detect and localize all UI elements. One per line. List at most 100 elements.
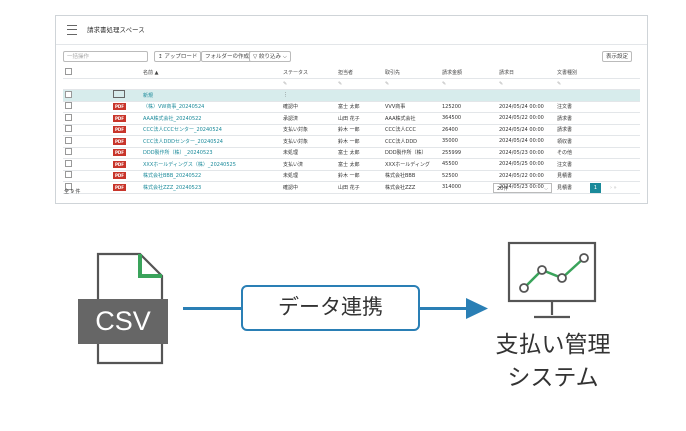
date-cell: 2024/05/24 00:00 [497,135,555,148]
person-cell: 山田 花子 [336,181,383,194]
type-cell: 領収書 [555,135,640,148]
row-checkbox[interactable] [65,148,72,156]
document-name[interactable]: AAA株式会社_20240522 [141,112,281,125]
previous-page-button[interactable]: « ‹ [558,185,565,191]
amount-cell: 45500 [440,158,497,171]
table-row[interactable]: PDF CCC法人CCCセンター_20240524 支払い対象 鈴木 一郎 CC… [63,124,640,136]
status-cell: 支払い対象 [281,135,336,148]
chevron-down-icon: ⌵ [544,186,548,192]
type-cell: その他 [555,147,640,159]
document-name[interactable]: DDD製作所（株）_20240523 [141,147,281,159]
person-cell: 鈴木 一郎 [336,170,383,182]
pencil-icon[interactable]: ✎ [336,78,383,90]
table-row[interactable]: PDF 株式会社BBB_20240522 未処理 鈴木 一郎 株式会社BBB 5… [63,170,640,182]
pencil-icon[interactable]: ✎ [281,78,336,90]
select-all-checkbox[interactable] [65,67,72,75]
partner-cell: 株式会社ZZZ [383,181,440,194]
column-header-partner[interactable]: 取引先 [383,67,440,79]
per-page-select[interactable]: 20件 ⌵ [493,183,552,193]
connector-line-left [183,307,241,310]
amount-cell: 26400 [440,124,497,136]
row-checkbox[interactable] [65,182,72,190]
date-cell: 2024/05/23 00:00 [497,147,555,159]
pencil-icon[interactable]: ✎ [440,78,497,90]
pdf-icon: PDF [113,114,126,122]
document-workspace-panel: 請求書処理スペース 一括操作 ↥ アップロード フォルダーの作成 ▽ 絞り込み … [55,15,648,204]
document-name[interactable]: 株式会社BBB_20240522 [141,170,281,182]
table-row[interactable]: PDF 株式会社ZZZ_20240523 確認中 山田 花子 株式会社ZZZ 3… [63,181,640,194]
folder-row[interactable]: 新規 ⋮ [63,89,640,102]
column-header-amount[interactable]: 請求金額 [440,67,497,79]
person-cell: 鈴木 一郎 [336,124,383,136]
monitor-chart-icon [507,241,597,319]
filter-button[interactable]: ▽ 絞り込み ⌵ [249,51,291,62]
upload-button[interactable]: ↥ アップロード [154,51,202,62]
document-name[interactable]: XXXホールディングス（株）_20240525 [141,158,281,171]
current-page-button[interactable]: 1 [590,183,601,193]
amount-cell: 255999 [440,147,497,159]
person-cell: 富士 太郎 [336,147,383,159]
document-table: 名前 ▲ ステータス 担当者 取引先 請求金額 請求日 文書種別 ✎ ✎ ✎ ✎… [63,67,640,194]
row-checkbox[interactable] [65,171,72,179]
csv-label: CSV [78,299,168,344]
amount-cell: 35000 [440,135,497,148]
date-cell: 2024/05/25 00:00 [497,158,555,171]
table-row[interactable]: PDF CCC法人DDDセンター_20240524 支払い対象 鈴木 一郎 CC… [63,135,640,148]
document-name[interactable]: CCC法人CCCセンター_20240524 [141,124,281,136]
row-checkbox[interactable] [65,90,72,98]
pencil-icon[interactable]: ✎ [383,78,440,90]
type-cell: 見積書 [555,170,640,182]
table-row[interactable]: PDF （株）VW商事_20240524 確認中 富士 太郎 VVV商事 125… [63,101,640,113]
row-checkbox[interactable] [65,102,72,110]
person-cell: 鈴木 一郎 [336,135,383,148]
menu-icon[interactable] [67,25,77,35]
column-header-date[interactable]: 請求日 [497,67,555,79]
more-icon[interactable]: ⋮ [281,89,336,102]
panel-header: 請求書処理スペース [56,16,647,45]
status-cell: 支払い対象 [281,124,336,136]
column-header-person[interactable]: 担当者 [336,67,383,79]
bulk-action-select[interactable]: 一括操作 [63,51,148,62]
date-cell: 2024/05/24 00:00 [497,124,555,136]
pdf-icon: PDF [113,103,126,111]
partner-cell: CCC法人DDD [383,135,440,148]
row-checkbox[interactable] [65,159,72,167]
amount-cell: 314000 [440,181,497,194]
row-checkbox[interactable] [65,136,72,144]
status-cell: 支払い済 [281,158,336,171]
new-folder-button[interactable]: フォルダーの作成 [201,51,254,62]
column-header-name[interactable]: 名前 ▲ [141,67,281,79]
type-cell: 注文書 [555,158,640,171]
pencil-icon[interactable]: ✎ [497,78,555,90]
display-settings-button[interactable]: 表示設定 [602,51,633,62]
table-row[interactable]: PDF AAA株式会社_20240522 承認済 山田 花子 AAA株式会社 3… [63,112,640,125]
arrow-head-icon [466,298,488,319]
table-row[interactable]: PDF XXXホールディングス（株）_20240525 支払い済 富士 太郎 X… [63,158,640,171]
person-cell: 富士 太郎 [336,158,383,171]
status-cell: 承認済 [281,112,336,125]
next-page-button[interactable]: › » [610,185,617,191]
panel-title: 請求書処理スペース [87,26,145,34]
row-checkbox[interactable] [65,125,72,133]
pdf-icon: PDF [113,137,126,145]
column-header-type[interactable]: 文書種別 [555,67,640,79]
pencil-icon[interactable]: ✎ [555,78,640,90]
type-cell: 注文書 [555,101,640,113]
status-cell: 確認中 [281,101,336,113]
table-row[interactable]: PDF DDD製作所（株）_20240523 未処理 富士 太郎 DDD製作所（… [63,147,640,159]
column-header-status[interactable]: ステータス [281,67,336,79]
document-name[interactable]: 株式会社ZZZ_20240523 [141,181,281,194]
status-cell: 確認中 [281,181,336,194]
data-integration-box: データ連携 [241,285,420,331]
pdf-icon: PDF [113,126,126,134]
document-name[interactable]: （株）VW商事_20240524 [141,101,281,113]
document-name[interactable]: CCC法人DDDセンター_20240524 [141,135,281,148]
folder-icon [113,90,125,99]
system-label-line2: システム [507,364,599,390]
pdf-icon: PDF [113,183,126,191]
folder-name[interactable]: 新規 [141,89,281,102]
partner-cell: XXXホールディング [383,158,440,171]
pdf-icon: PDF [113,149,126,157]
row-checkbox[interactable] [65,113,72,121]
per-page-value: 20件 [497,186,509,192]
